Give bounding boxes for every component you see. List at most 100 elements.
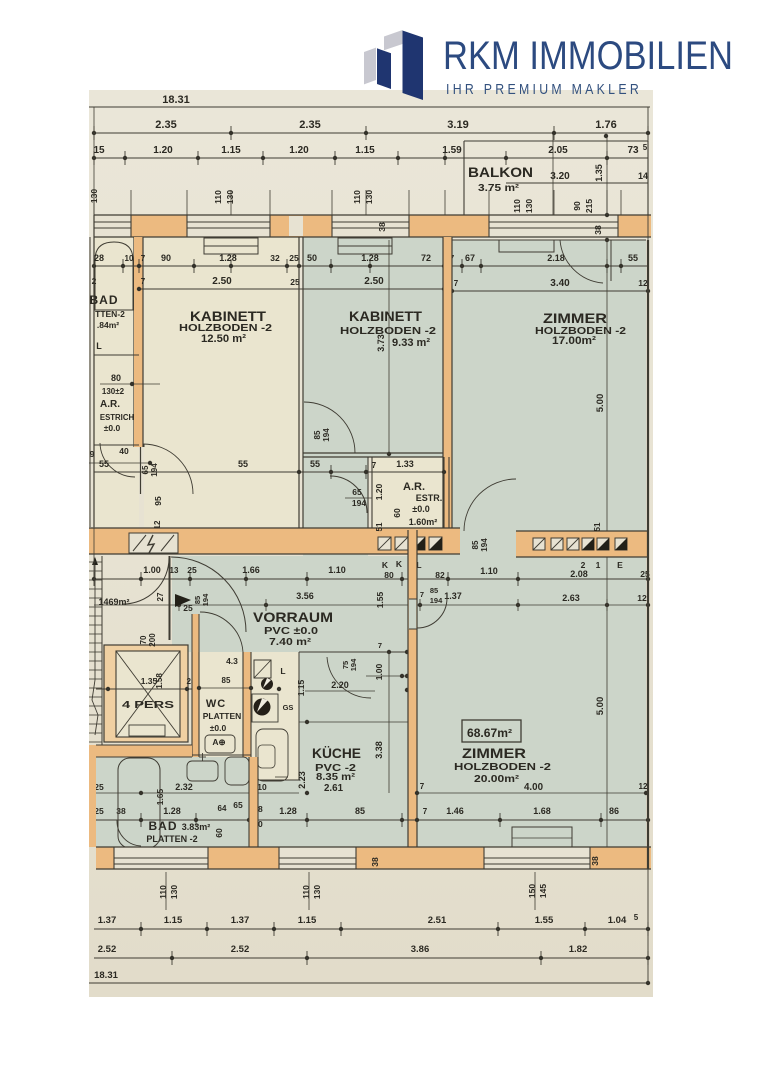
svg-text:110: 110 (213, 190, 223, 204)
svg-text:55: 55 (310, 459, 320, 469)
svg-text:1.04: 1.04 (608, 915, 627, 926)
svg-text:150: 150 (527, 884, 537, 898)
svg-text:5: 5 (634, 913, 639, 922)
svg-text:90: 90 (572, 201, 582, 211)
svg-text:KÜCHE: KÜCHE (312, 745, 361, 761)
svg-text:1.20: 1.20 (374, 483, 384, 500)
svg-text:25: 25 (94, 782, 104, 792)
svg-text:1.15: 1.15 (164, 915, 183, 926)
svg-text:130: 130 (225, 190, 235, 204)
svg-text:2.32: 2.32 (175, 782, 193, 792)
svg-text:VORRAUM: VORRAUM (253, 609, 333, 625)
svg-text:38: 38 (593, 225, 603, 235)
svg-text:4 PERS: 4 PERS (122, 699, 174, 711)
svg-text:5.00: 5.00 (595, 697, 606, 716)
svg-text:68.67m²: 68.67m² (467, 728, 512, 740)
svg-text:7.40 m²: 7.40 m² (269, 636, 312, 648)
svg-text:7: 7 (420, 782, 425, 791)
svg-text:±0.0: ±0.0 (412, 504, 429, 514)
svg-text:65: 65 (233, 800, 243, 810)
svg-text:1.37: 1.37 (98, 915, 117, 926)
svg-text:51: 51 (593, 522, 602, 531)
svg-text:3.83m²: 3.83m² (182, 822, 211, 832)
svg-text:90: 90 (161, 253, 171, 263)
svg-text:E: E (617, 560, 623, 570)
svg-text:3.20: 3.20 (550, 171, 570, 182)
svg-text:130±2: 130±2 (102, 387, 125, 396)
svg-text:40: 40 (119, 446, 129, 456)
svg-text:200: 200 (148, 633, 157, 647)
svg-text:65: 65 (141, 465, 150, 474)
svg-text:194: 194 (201, 593, 210, 606)
svg-text:RKM IMMOBILIEN: RKM IMMOBILIEN (443, 34, 733, 78)
svg-text:18.31: 18.31 (162, 94, 190, 106)
svg-text:32: 32 (270, 253, 280, 263)
svg-text:73: 73 (627, 145, 639, 156)
svg-text:2.61: 2.61 (324, 783, 343, 794)
svg-text:7: 7 (372, 461, 377, 470)
svg-text:12: 12 (637, 593, 647, 603)
svg-text:7: 7 (420, 590, 424, 599)
svg-text:2.52: 2.52 (231, 944, 250, 955)
svg-text:85: 85 (313, 430, 322, 439)
svg-text:BAD: BAD (90, 293, 119, 307)
svg-text:27: 27 (156, 592, 165, 601)
svg-text:7: 7 (141, 277, 146, 286)
svg-text:7: 7 (454, 279, 459, 288)
svg-text:ZIMMER: ZIMMER (462, 745, 526, 761)
svg-text:1.46: 1.46 (446, 806, 464, 816)
svg-text:5: 5 (643, 143, 648, 152)
svg-text:25: 25 (290, 277, 300, 287)
svg-text:7: 7 (141, 254, 146, 263)
svg-text:A.R.: A.R. (100, 399, 120, 410)
svg-text:±0.0: ±0.0 (104, 423, 121, 433)
svg-text:3.86: 3.86 (411, 944, 430, 955)
svg-text:51: 51 (375, 522, 384, 531)
svg-text:WC: WC (206, 698, 226, 710)
svg-text:4.3: 4.3 (226, 656, 238, 666)
svg-text:72: 72 (421, 253, 431, 263)
svg-text:1.35: 1.35 (141, 676, 158, 686)
svg-text:1.33: 1.33 (396, 459, 414, 469)
svg-text:HOLZBODEN -2: HOLZBODEN -2 (454, 762, 552, 773)
svg-text:2: 2 (581, 560, 586, 570)
svg-text:86: 86 (609, 806, 619, 816)
svg-text:.84m²: .84m² (97, 320, 119, 330)
svg-text:12: 12 (153, 520, 162, 529)
svg-text:85: 85 (471, 540, 480, 549)
svg-text:1.37: 1.37 (231, 915, 250, 926)
svg-text:38: 38 (590, 856, 600, 866)
svg-text:38: 38 (116, 806, 126, 816)
svg-text:110: 110 (352, 190, 362, 204)
svg-text:18.31: 18.31 (94, 970, 118, 981)
svg-text:HOLZBODEN -2: HOLZBODEN -2 (340, 326, 437, 337)
svg-text:82: 82 (435, 570, 445, 580)
svg-text:HOLZBODEN -2: HOLZBODEN -2 (535, 326, 627, 337)
svg-text:1.82: 1.82 (569, 944, 588, 955)
svg-text:A⊕: A⊕ (212, 737, 225, 747)
svg-text:4.00: 4.00 (524, 782, 543, 793)
svg-text:ZIMMER: ZIMMER (543, 310, 607, 326)
svg-text:85: 85 (430, 586, 438, 595)
svg-text:25: 25 (640, 569, 650, 579)
svg-text:K: K (396, 559, 403, 569)
svg-text:PVC ±0.0: PVC ±0.0 (264, 625, 318, 637)
svg-text:A.R.: A.R. (403, 481, 425, 493)
svg-text:±0.0: ±0.0 (210, 723, 227, 733)
svg-text:HOLZBODEN -2: HOLZBODEN -2 (179, 323, 273, 334)
svg-text:ESTR.: ESTR. (416, 493, 443, 503)
svg-text:1.00: 1.00 (143, 565, 161, 575)
svg-text:3.73: 3.73 (376, 334, 386, 352)
svg-text:25: 25 (94, 806, 104, 816)
svg-text:38: 38 (377, 222, 387, 232)
svg-text:3.19: 3.19 (447, 119, 468, 131)
svg-text:20.00m²: 20.00m² (474, 773, 520, 785)
svg-text:9.33 m²: 9.33 m² (392, 337, 430, 349)
svg-text:55: 55 (99, 459, 109, 469)
svg-text:1.35: 1.35 (594, 164, 604, 182)
svg-text:2.18: 2.18 (547, 253, 565, 263)
svg-text:3.38: 3.38 (374, 741, 384, 759)
svg-text:215: 215 (584, 199, 594, 213)
svg-text:110: 110 (158, 885, 168, 899)
svg-text:80: 80 (384, 570, 394, 580)
